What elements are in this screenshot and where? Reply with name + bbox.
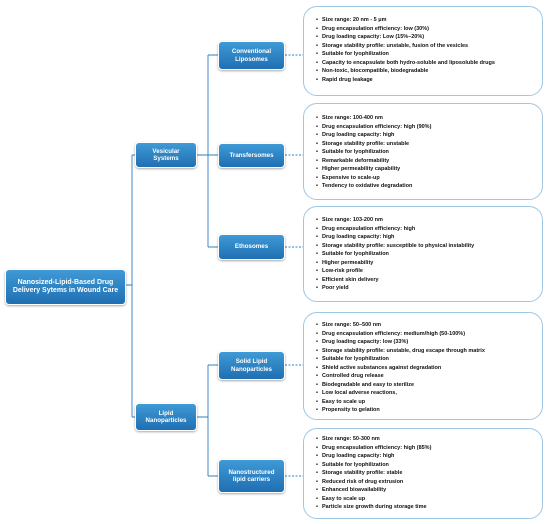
property-item: Expensive to scale-up [316,174,542,183]
transfersomes-node: Transfersomes [218,143,285,168]
property-item: Non-toxic, biocompatible, biodegradable [316,67,542,76]
property-item: Propensity to gelation [316,406,542,415]
lipid-nanoparticles-node: Lipid Nanoparticles [135,403,197,431]
property-item: Low local adverse reactions, [316,389,542,398]
connector-lipid [197,364,218,477]
property-item: Higher permeability capability [316,165,542,174]
property-item: Poor yield [316,284,542,293]
property-item: Easy to scale up [316,495,542,504]
solid-lipid-nanoparticles-node: Solid Lipid Nanoparticles [218,351,285,380]
property-item: Storage stability profile: unstable [316,140,542,149]
property-item: Suitable for lyophilization [316,461,542,470]
property-item: Size range: 50-300 nm [316,435,542,444]
property-item: Storage stability profile: unstable, dru… [316,347,542,356]
transfersomes-properties-panel: Size range: 100-400 nm Drug encapsulatio… [303,103,543,200]
property-item: Drug loading capacity: high [316,452,542,461]
sln-properties-panel: Size range: 50–500 nm Drug encapsulation… [303,312,543,420]
property-item: Drug encapsulation efficiency: medium/hi… [316,330,542,339]
nanostructured-lipid-carriers-node: Nanostructured lipid carriers [218,459,285,493]
property-item: Drug encapsulation efficiency: low (30%) [316,25,542,34]
nlc-properties-panel: Size range: 50-300 nm Drug encapsulation… [303,428,543,519]
property-item: Rapid drug leakage [316,76,542,85]
property-item: Shield active substances against degrada… [316,364,542,373]
property-item: Controlled drug release [316,372,542,381]
property-item: Size range: 20 nm - 5 μm [316,16,542,25]
property-item: Size range: 100-400 nm [316,114,542,123]
property-item: Efficient skin delivery [316,276,542,285]
conventional-liposomes-node: Conventional Liposomes [218,41,285,70]
property-item: Size range: 50–500 nm [316,321,542,330]
liposomes-properties-panel: Size range: 20 nm - 5 μm Drug encapsulat… [303,6,543,96]
property-item: Suitable for lyophilization [316,50,542,59]
property-item: Storage stability profile: susceptible t… [316,242,542,251]
property-item: Biodegradable and easy to sterilize [316,381,542,390]
property-item: Easy to scale up [316,398,542,407]
connector-vesicular [197,54,218,248]
property-item: Tendency to oxidative degradation [316,182,542,191]
root-node: Nanosized-Lipid-Based Drug Delivery Syte… [5,269,126,305]
property-item: Low-risk profile [316,267,542,276]
property-item: Storage stability profile: unstable, fus… [316,42,542,51]
property-item: Drug loading capacity: high [316,131,542,140]
ethosomes-properties-panel: Size range: 103-200 nm Drug encapsulatio… [303,206,543,302]
property-item: Drug loading capacity: high [316,233,542,242]
ethosomes-node: Ethosomes [218,234,285,260]
property-item: Drug loading capacity: low (33%) [316,338,542,347]
property-item: Storage stability profile: stable [316,469,542,478]
property-item: Drug encapsulation efficiency: high [316,225,542,234]
property-item: Suitable for lyophilization [316,148,542,157]
property-item: Particle size growth during storage time [316,503,542,512]
property-item: Size range: 103-200 nm [316,216,542,225]
property-item: Enhanced bioavailability [316,486,542,495]
property-item: Capacity to encapsulate both hydro-solub… [316,59,542,68]
property-item: Drug encapsulation efficiency: high (85%… [316,444,542,453]
property-item: Reduced risk of drug extrusion [316,478,542,487]
property-item: Remarkable deformability [316,157,542,166]
property-item: Higher permeability [316,259,542,268]
connector-root [126,154,135,418]
property-item: Drug encapsulation efficiency: high (90%… [316,123,542,132]
vesicular-systems-node: Vesicular Systems [135,142,197,168]
property-item: Drug loading capacity: Low (15%–20%) [316,33,542,42]
property-item: Suitable for lyophilization [316,355,542,364]
property-item: Suitable for lyophilization [316,250,542,259]
